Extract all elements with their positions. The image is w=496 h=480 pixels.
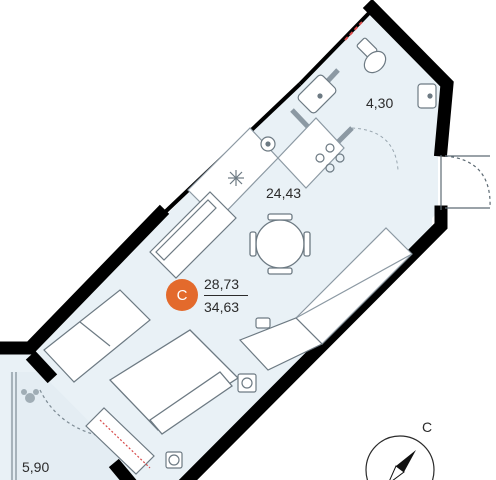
apartment-type-badge: С [176,286,188,304]
kitchen-sink-icon [260,136,276,152]
sink-icon [417,83,437,109]
top-wall-join [298,8,374,86]
apartment-badge-circle [166,279,198,311]
toilet-icon [356,37,387,74]
plant-icon [21,389,39,403]
sofa [149,191,237,279]
stove-icon [315,143,345,173]
compass-icon [365,435,435,480]
apartment-area-fraction: 28,73 34,63 [204,276,250,315]
compass-north-label: С [422,419,433,435]
nightstand [237,373,257,393]
snowflake-icon [228,170,244,186]
door-swing-icon [440,155,491,210]
desk [238,317,324,371]
walls [0,0,454,480]
bathroom-door-swing [351,127,399,171]
fraction-bar [204,295,248,296]
shelf [85,407,183,475]
total-area: 34,63 [204,299,240,315]
balcony-floor [10,372,125,480]
floor-area [0,10,445,480]
bathtub-icon [297,74,337,114]
living-area-label: 24,43 [266,185,302,201]
bathroom-area-label: 4,30 [366,95,394,111]
living-total-area: 28,73 [204,276,240,292]
lounge [43,289,151,383]
dining-table [249,213,311,275]
balcony-area-label: 5,90 [22,459,50,475]
